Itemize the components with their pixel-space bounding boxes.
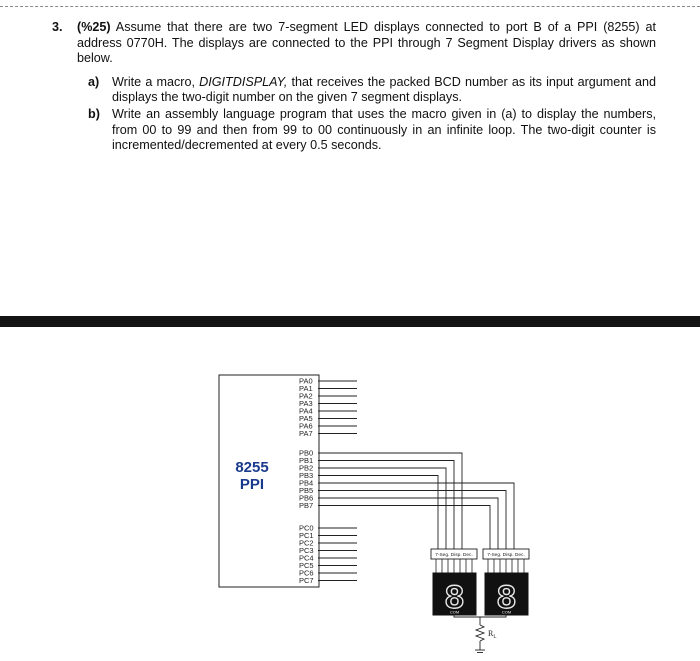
pc-pin-label: PC0 bbox=[299, 524, 314, 533]
display-digit: 8 bbox=[444, 581, 464, 619]
pa-pin-label: PA0 bbox=[299, 377, 313, 386]
pb-pin-label: PB3 bbox=[299, 471, 313, 480]
part-a-text-before: Write a macro, bbox=[112, 74, 200, 89]
display-com-label: COM bbox=[450, 610, 459, 615]
pc-pin-label: PC6 bbox=[299, 569, 314, 578]
pa-pin-label: PA1 bbox=[299, 384, 313, 393]
chip-label-ppi: PPI bbox=[240, 476, 264, 493]
part-a: a) Write a macro, DIGITDISPLAY, that rec… bbox=[88, 75, 656, 106]
pb-bus-wire bbox=[318, 475, 439, 549]
pb-bus-wire bbox=[318, 505, 491, 549]
part-b: b) Write an assembly language program th… bbox=[88, 107, 656, 154]
pc-pin-label: PC7 bbox=[299, 576, 314, 585]
pb-bus-wire bbox=[318, 497, 499, 549]
pb-bus-wire bbox=[318, 452, 463, 549]
question-number: 3. bbox=[52, 20, 63, 34]
display-com-label: COM bbox=[502, 610, 511, 615]
pc-pin-label: PC4 bbox=[299, 554, 314, 563]
seven-seg-display bbox=[484, 572, 529, 616]
part-a-macro-name: DIGITDISPLAY, bbox=[199, 74, 288, 89]
driver-label: 7-Seg. Disp. Dec. bbox=[435, 552, 473, 558]
pa-pin-label: PA7 bbox=[299, 429, 313, 438]
seven-seg-drivers: 7-Seg. Disp. Dec. 7-Seg. Disp. Dec. bbox=[430, 548, 530, 573]
pb-pin-label: PB0 bbox=[299, 449, 313, 458]
pb-pin-label: PB6 bbox=[299, 494, 313, 503]
top-dashed-separator bbox=[0, 6, 700, 7]
question-stem: 3. (%25) Assume that there are two 7-seg… bbox=[52, 20, 656, 67]
pa-pin-label: PA3 bbox=[299, 399, 313, 408]
question-3: 3. (%25) Assume that there are two 7-seg… bbox=[52, 20, 656, 155]
question-body: Assume that there are two 7-segment LED … bbox=[77, 20, 656, 66]
pb-pin-label: PB7 bbox=[299, 501, 313, 510]
resistor-zigzag bbox=[474, 624, 486, 642]
part-b-label: b) bbox=[88, 106, 100, 121]
pc-pin-label: PC5 bbox=[299, 561, 314, 570]
seven-seg-display bbox=[432, 572, 477, 616]
pb-pin-label: PB2 bbox=[299, 464, 313, 473]
display-digit: 8 bbox=[496, 581, 516, 619]
pb-pin-label: PB1 bbox=[299, 456, 313, 465]
pb-pin-label: PB4 bbox=[299, 479, 313, 488]
pb-pin-label: PB5 bbox=[299, 486, 313, 495]
port-b-bus-wires bbox=[318, 452, 515, 549]
resistor-label: RL bbox=[488, 629, 496, 640]
question-text: (%25) Assume that there are two 7-segmen… bbox=[77, 20, 656, 67]
pa-pin-label: PA5 bbox=[299, 414, 313, 423]
chip-label-8255: 8255 bbox=[235, 459, 268, 476]
ppi-chip-body bbox=[218, 374, 320, 588]
pc-pin-label: PC2 bbox=[299, 539, 314, 548]
load-resistor: RL bbox=[453, 615, 507, 653]
pb-bus-wire bbox=[318, 460, 455, 549]
pa-pin-label: PA2 bbox=[299, 392, 313, 401]
pb-bus-wire bbox=[318, 482, 515, 549]
black-divider-band bbox=[0, 316, 700, 327]
pa-pin-label: PA6 bbox=[299, 422, 313, 431]
driver-label: 7-Seg. Disp. Dec. bbox=[487, 552, 525, 558]
pb-bus-wire bbox=[318, 490, 507, 549]
question-points: (%25) bbox=[77, 20, 111, 34]
pb-bus-wire bbox=[318, 467, 447, 549]
part-a-text-after: that receives the packed BCD number as i… bbox=[112, 74, 656, 105]
pa-pin-label: PA4 bbox=[299, 407, 313, 416]
part-b-text: Write an assembly language program that … bbox=[112, 106, 656, 153]
pc-pin-label: PC1 bbox=[299, 531, 314, 540]
question-parts: a) Write a macro, DIGITDISPLAY, that rec… bbox=[52, 75, 656, 154]
part-a-label: a) bbox=[88, 74, 100, 89]
pc-pin-label: PC3 bbox=[299, 546, 314, 555]
